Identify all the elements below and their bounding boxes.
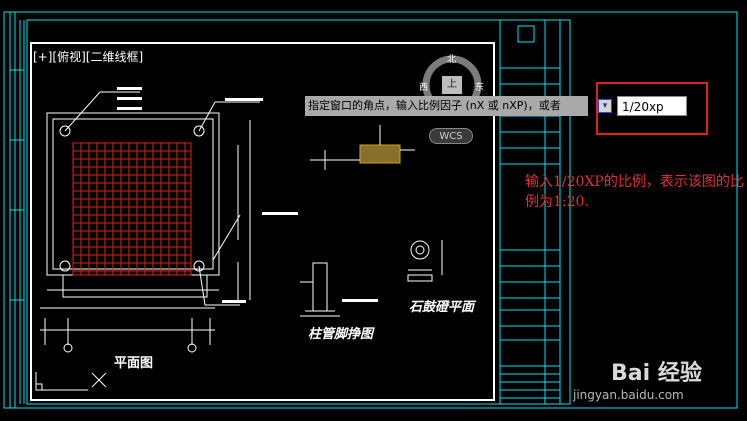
stone-plinth-title: 石鼓磴平面: [409, 300, 475, 315]
wcs-menu-button[interactable]: WCS: [429, 128, 473, 144]
plan-title: 平面图: [114, 356, 154, 371]
plan-leader-labels: [117, 87, 378, 303]
viewport-frame: [30, 42, 495, 401]
column-detail-drawing: [300, 262, 340, 317]
dynamic-input-prompt: 指定窗口的角点，输入比例因子 (nX 或 nXP)，或者: [305, 96, 588, 116]
left-binding-strip: [9, 12, 25, 408]
compass-east-label[interactable]: 东: [475, 83, 485, 93]
plan-drawing: [35, 91, 260, 391]
baidu-jingyan-logo: Bai 经验: [611, 361, 702, 386]
viewcube-top-face[interactable]: 上: [442, 76, 462, 94]
instruction-annotation: 输入1/20XP的比例，表示该图的比例为1:20.: [525, 174, 744, 210]
sheet-outer-frame: [3, 11, 738, 409]
compass-north-label[interactable]: 北: [447, 55, 457, 65]
column-detail-title: 柱管脚挣图: [308, 327, 374, 342]
stone-plinth-drawing: [407, 240, 443, 282]
watermark-url: jingyan.baidu.com: [573, 388, 684, 402]
title-block: [499, 20, 561, 404]
compass-west-label[interactable]: 西: [419, 83, 429, 93]
highlight-box: [596, 82, 708, 135]
section-detail-drawing: [310, 125, 415, 170]
down-arrow-icon[interactable]: ▾: [598, 99, 612, 113]
scale-factor-input[interactable]: 1/20xp: [617, 96, 687, 116]
viewport-control-label[interactable]: [+][俯视][二维线框]: [33, 50, 144, 64]
red-grid: [72, 142, 192, 276]
sheet-inner-frame: [26, 19, 571, 405]
